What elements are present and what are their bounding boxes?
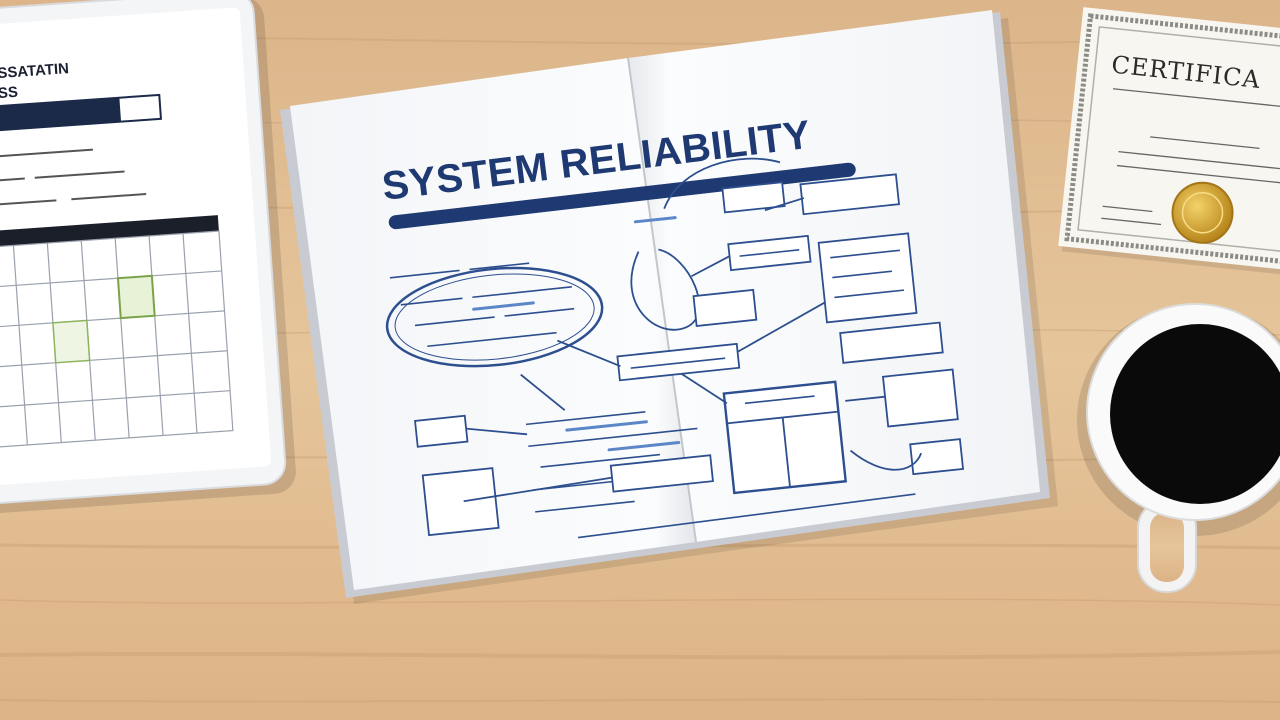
diagram-highlight-dashes bbox=[472, 216, 681, 452]
certificate: CERTIFICA bbox=[1058, 7, 1280, 279]
system-diagram bbox=[385, 157, 965, 537]
open-book: SYSTEM RELIABILITY bbox=[280, 10, 1058, 604]
coffee bbox=[1110, 324, 1280, 504]
book-title-underline bbox=[388, 162, 856, 230]
coffee-cup bbox=[1077, 303, 1280, 593]
certificate-text-lines bbox=[1101, 88, 1280, 226]
gold-seal bbox=[1171, 181, 1234, 244]
tablet-header-line1: SESSATATIN bbox=[0, 60, 69, 83]
tablet: SESSATATIN 3ASS bbox=[0, 0, 296, 514]
tablet-calendar bbox=[0, 215, 234, 448]
diagram-scribbles bbox=[389, 249, 916, 539]
book-left-page bbox=[290, 58, 696, 590]
tablet-scribble-text bbox=[0, 148, 147, 207]
tablet-progress-fill bbox=[0, 97, 122, 133]
tablet-header-line2: 3ASS bbox=[0, 84, 19, 104]
